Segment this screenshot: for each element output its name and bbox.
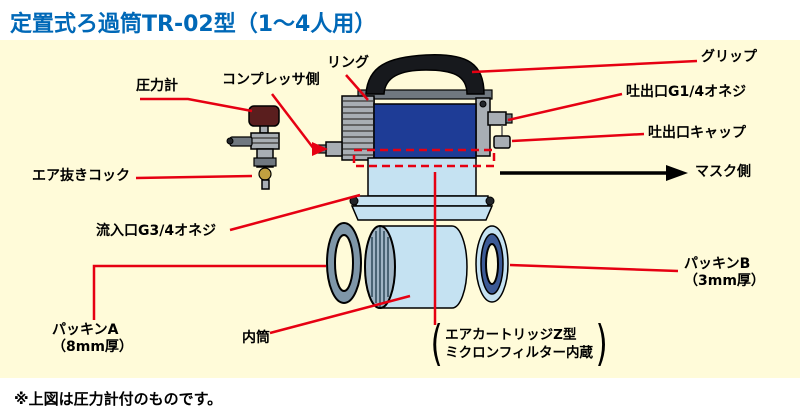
mask-arrow-head	[666, 165, 688, 181]
flange-upper	[355, 195, 489, 207]
label-packing-a: パッキンA （8mm厚）	[52, 322, 133, 356]
label-pressure-gauge: 圧力計	[136, 78, 178, 94]
packing-b-name: パッキンB	[684, 256, 751, 272]
label-mask-side: マスク側	[695, 164, 751, 180]
mesh-lines	[371, 227, 389, 307]
flange-bolt-right	[485, 196, 495, 206]
footer-note: ※上図は圧力計付のものです。	[14, 390, 223, 408]
leader-inner-tube	[269, 294, 411, 335]
page-title: 定置式ろ過筒TR-02型（1～4人用）	[10, 12, 377, 37]
handle-bar	[357, 89, 493, 100]
air-bleed-stem	[261, 179, 270, 190]
paren-open: (	[430, 315, 443, 372]
right-bracket-bolt	[479, 100, 487, 108]
flange-lower	[350, 205, 494, 221]
filter-body	[317, 54, 513, 221]
leader-grip	[471, 59, 698, 74]
label-inlet-thread: 流入口G3/4オネジ	[96, 223, 217, 239]
inlet-fitting	[325, 141, 343, 157]
label-air-bleed-cock: エア抜きコック	[32, 168, 130, 184]
air-bleed-knob	[258, 167, 272, 181]
leader-packing-a	[92, 264, 326, 320]
cock-handle-tip	[226, 137, 234, 145]
label-ring: リング	[327, 55, 369, 71]
joint-dashed-marker	[352, 148, 496, 168]
lower-housing	[367, 157, 477, 197]
label-grip: グリップ	[701, 49, 757, 65]
leader-inlet	[229, 193, 361, 232]
leader-compressor-side	[271, 93, 315, 150]
packing-a-spec: （8mm厚）	[52, 338, 133, 355]
label-packing-b: パッキンB （3mm厚）	[684, 256, 765, 290]
label-compressor-side: コンプレッサ側	[222, 72, 320, 88]
packing-a-name: パッキンA	[52, 322, 119, 338]
label-inner-tube: 内筒	[242, 330, 270, 346]
grip-shape	[365, 54, 485, 95]
leader-air-bleed	[135, 174, 253, 180]
compressor-arrow-head	[312, 142, 328, 156]
leader-pressure-gauge	[140, 97, 253, 113]
mask-side-arrow	[500, 165, 688, 181]
pressure-gauge-assembly	[226, 105, 280, 190]
packing-b-hole	[485, 243, 499, 285]
outlet-cap-part	[493, 135, 511, 149]
cartridge-note-line1: エアカートリッジZ型	[445, 326, 577, 343]
label-outlet-thread: 吐出口G1/4オネジ	[626, 84, 747, 100]
label-outlet-cap: 吐出口キャップ	[648, 125, 746, 141]
packing-a-hole	[334, 234, 354, 292]
cartridge-note-line2: ミクロンフィルター内蔵	[445, 345, 593, 361]
leader-outlet-thread	[507, 92, 623, 122]
gauge-head	[248, 105, 280, 127]
cartridge-note: ( エアカートリッジZ型 ミクロンフィルター内蔵 )	[428, 315, 610, 372]
leader-ring	[345, 74, 369, 101]
leader-lines	[92, 59, 698, 335]
gauge-body	[250, 132, 280, 150]
leader-packing-b	[509, 263, 679, 273]
packing-b-spec: （3mm厚）	[684, 272, 765, 289]
gauge-nut	[253, 157, 277, 167]
paren-close: )	[595, 315, 608, 372]
outlet-fitting	[487, 111, 507, 126]
gauge-body-ridges	[252, 137, 278, 144]
leader-outlet-cap	[511, 132, 645, 143]
exploded-parts	[326, 222, 509, 309]
